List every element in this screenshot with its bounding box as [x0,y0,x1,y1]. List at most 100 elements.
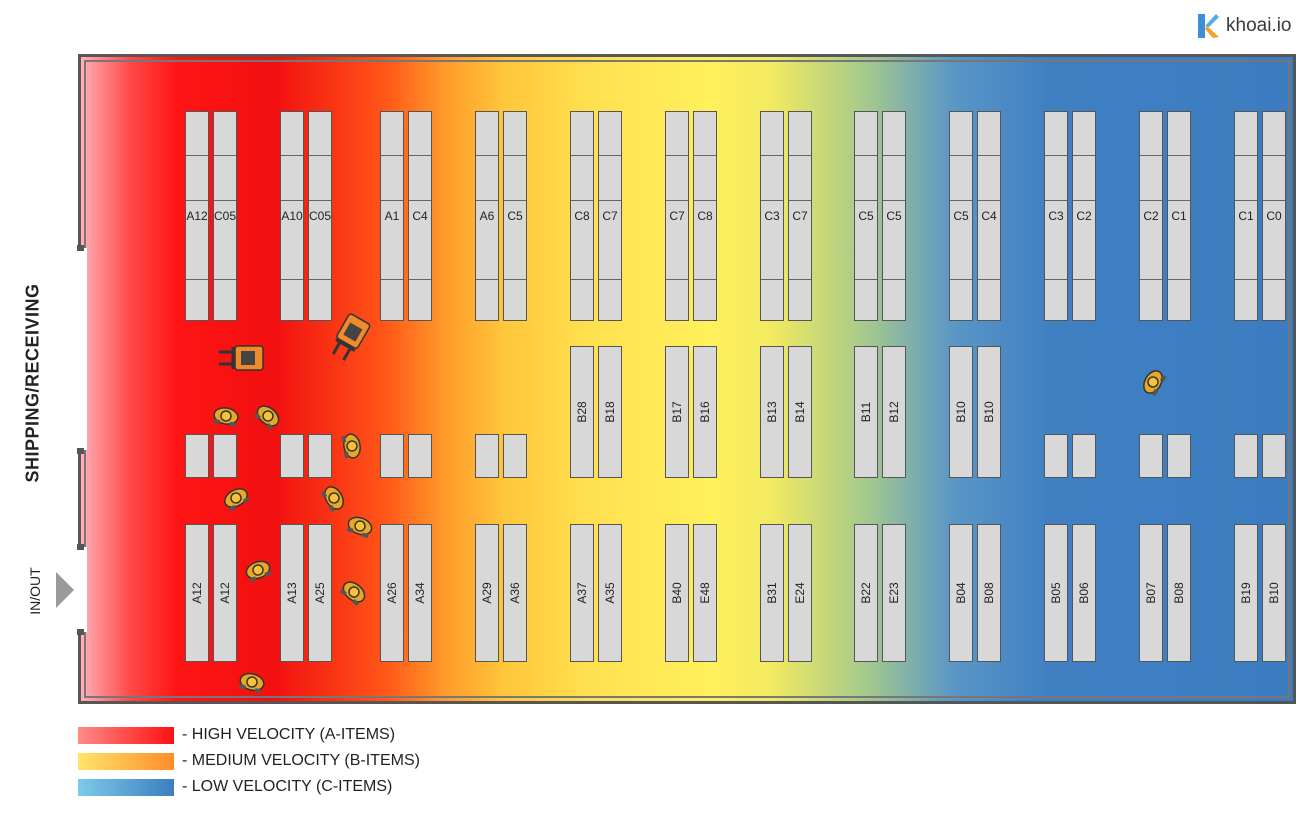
rack-shelf-divider [409,279,431,280]
brand-name: khoai.io [1226,15,1292,36]
rack-label: B08 [1172,582,1186,604]
rack-bay: C4 [977,111,1001,321]
rack-shelf-divider [1073,200,1095,201]
rack-label: A25 [313,582,327,604]
rack-shelf-divider [855,279,877,280]
forklift-icon [217,343,267,378]
rack-shelf-divider [666,200,688,201]
rack-bay: C4 [408,111,432,321]
rack-shelf-divider [186,279,208,280]
rack-bay: C05 [213,111,237,321]
rack-bay: C5 [949,111,973,321]
rack-label: B31 [765,582,779,604]
rack-shelf-divider [1235,155,1257,156]
rack-bay: B08 [1167,524,1191,662]
rack-bay: B10 [977,346,1001,478]
rack-label: A1 [384,209,400,223]
rack-shelf-divider [1235,200,1257,201]
rack-bay [1044,434,1068,478]
rack-bay: E24 [788,524,812,662]
rack-bay: A12 [185,111,209,321]
rack-shelf-divider [1235,279,1257,280]
rack-bay: B40 [665,524,689,662]
rack-shelf-divider [694,155,716,156]
rack-shelf-divider [214,279,236,280]
rack-bay: C8 [570,111,594,321]
rack-label: C05 [214,209,237,223]
rack-shelf-divider [309,279,331,280]
rack-bay [1262,434,1286,478]
rack-label: C8 [697,209,713,223]
rack-shelf-divider [476,279,498,280]
rack-label: C3 [764,209,780,223]
rack-label: C1 [1238,209,1254,223]
rack-bay: B14 [788,346,812,478]
rack-bay [213,434,237,478]
rack-bay: C7 [665,111,689,321]
rack-shelf-divider [571,279,593,280]
rack-bay: C1 [1167,111,1191,321]
rack-label: C1 [1171,209,1187,223]
rack-label: C4 [981,209,997,223]
rack-bay: B06 [1072,524,1096,662]
rack-shelf-divider [281,155,303,156]
rack-label: A10 [281,209,303,223]
rack-bay: A12 [185,524,209,662]
rack-shelf-divider [1140,155,1162,156]
legend-low: - LOW VELOCITY (C-ITEMS) [78,778,392,796]
rack-bay: A13 [280,524,304,662]
rack-bay [1167,434,1191,478]
rack-bay: B16 [693,346,717,478]
rack-label: C7 [602,209,618,223]
rack-shelf-divider [281,279,303,280]
rack-bay: A25 [308,524,332,662]
rack-label: A6 [479,209,495,223]
rack-shelf-divider [186,200,208,201]
rack-label: B10 [954,401,968,423]
rack-shelf-divider [571,155,593,156]
rack-label: B17 [670,401,684,423]
rack-shelf-divider [1045,200,1067,201]
rack-shelf-divider [476,200,498,201]
rack-bay: A1 [380,111,404,321]
rack-bay [1139,434,1163,478]
rack-shelf-divider [1263,279,1285,280]
door-post [77,629,84,635]
rack-shelf-divider [761,155,783,156]
rack-bay: C5 [854,111,878,321]
rack-shelf-divider [504,279,526,280]
rack-bay: B18 [598,346,622,478]
rack-bay: C7 [598,111,622,321]
rack-bay: B10 [1262,524,1286,662]
worker-icon [335,429,370,464]
rack-shelf-divider [1263,155,1285,156]
rack-shelf-divider [950,279,972,280]
rack-label: B04 [954,582,968,604]
rack-shelf-divider [1140,200,1162,201]
rack-shelf-divider [761,279,783,280]
rack-shelf-divider [409,155,431,156]
worker-icon [209,399,244,434]
rack-shelf-divider [504,200,526,201]
rack-shelf-divider [789,200,811,201]
rack-shelf-divider [950,200,972,201]
rack-shelf-divider [571,200,593,201]
worker-icon [234,664,271,701]
door-post [77,544,84,550]
rack-bay: B05 [1044,524,1068,662]
rack-bay: A12 [213,524,237,662]
rack-label: C2 [1076,209,1092,223]
rack-bay: C3 [760,111,784,321]
rack-label: B28 [575,401,589,423]
rack-bay: C05 [308,111,332,321]
rack-shelf-divider [1168,279,1190,280]
rack-bay: A37 [570,524,594,662]
rack-bay [308,434,332,478]
rack-bay: B12 [882,346,906,478]
rack-bay: A36 [503,524,527,662]
rack-shelf-divider [214,155,236,156]
rack-label: C7 [669,209,685,223]
forklift-icon [324,308,379,369]
rack-shelf-divider [1045,279,1067,280]
